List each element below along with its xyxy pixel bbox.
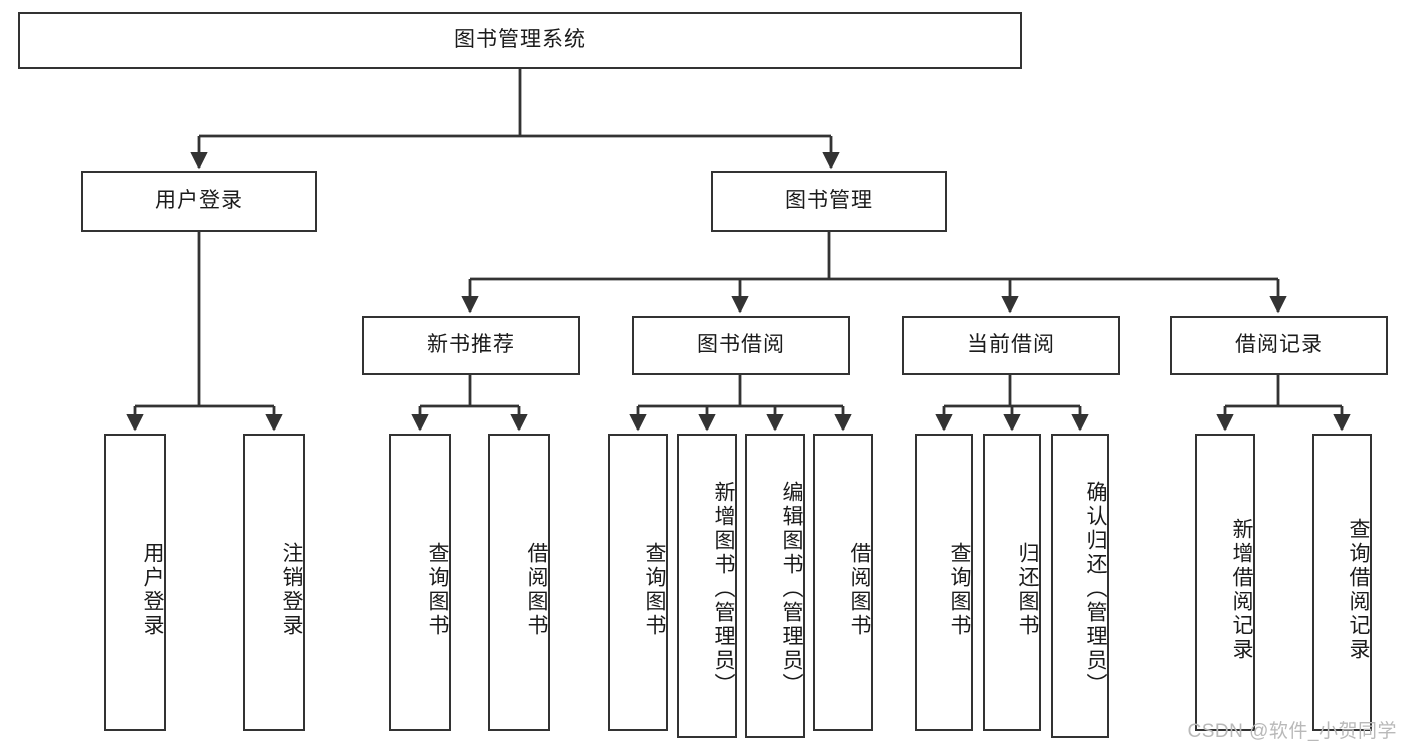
node-leaf-user-login-label: 用户登录 [141,541,164,638]
node-leaf-add-record[interactable]: 新增借阅记录 [1195,434,1255,731]
node-leaf-query-record-label: 查询借阅记录 [1347,517,1370,662]
node-book-manage-label: 图书管理 [785,189,873,213]
node-leaf-borrow-book-1[interactable]: 借阅图书 [488,434,550,731]
node-leaf-return-book[interactable]: 归还图书 [983,434,1041,731]
node-leaf-add-book-label: 新增图书（管理员） [712,481,735,697]
node-leaf-borrow-book-2-label: 借阅图书 [848,541,871,638]
node-user-login[interactable]: 用户登录 [81,171,317,232]
node-book-borrow-label: 图书借阅 [697,333,785,357]
node-leaf-query-record[interactable]: 查询借阅记录 [1312,434,1372,731]
node-book-manage[interactable]: 图书管理 [711,171,947,232]
node-leaf-add-record-label: 新增借阅记录 [1230,517,1253,662]
node-book-borrow[interactable]: 图书借阅 [632,316,850,375]
node-leaf-query-book-1-label: 查询图书 [426,541,449,638]
node-leaf-edit-book[interactable]: 编辑图书（管理员） [745,434,805,738]
node-leaf-query-book-2[interactable]: 查询图书 [608,434,668,731]
node-leaf-user-login[interactable]: 用户登录 [104,434,166,731]
node-leaf-confirm-return-label: 确认归还（管理员） [1084,481,1107,697]
node-leaf-user-logout[interactable]: 注销登录 [243,434,305,731]
node-user-login-label: 用户登录 [155,189,243,213]
node-current-borrow-label: 当前借阅 [967,333,1055,357]
node-leaf-query-book-2-label: 查询图书 [643,541,666,638]
node-leaf-user-logout-label: 注销登录 [280,541,303,638]
node-current-borrow[interactable]: 当前借阅 [902,316,1120,375]
node-borrow-record[interactable]: 借阅记录 [1170,316,1388,375]
node-new-book-recommend-label: 新书推荐 [427,333,515,357]
node-borrow-record-label: 借阅记录 [1235,333,1323,357]
node-leaf-query-book-3-label: 查询图书 [948,541,971,638]
node-leaf-query-book-1[interactable]: 查询图书 [389,434,451,731]
node-leaf-query-book-3[interactable]: 查询图书 [915,434,973,731]
csdn-watermark: CSDN @软件_小贺同学 [1187,721,1397,742]
node-new-book-recommend[interactable]: 新书推荐 [362,316,580,375]
node-leaf-edit-book-label: 编辑图书（管理员） [780,481,803,697]
node-root-label: 图书管理系统 [454,28,586,52]
node-root[interactable]: 图书管理系统 [18,12,1022,69]
node-leaf-add-book[interactable]: 新增图书（管理员） [677,434,737,738]
node-leaf-return-book-label: 归还图书 [1016,541,1039,638]
node-leaf-borrow-book-2[interactable]: 借阅图书 [813,434,873,731]
node-leaf-borrow-book-1-label: 借阅图书 [525,541,548,638]
node-leaf-confirm-return[interactable]: 确认归还（管理员） [1051,434,1109,738]
